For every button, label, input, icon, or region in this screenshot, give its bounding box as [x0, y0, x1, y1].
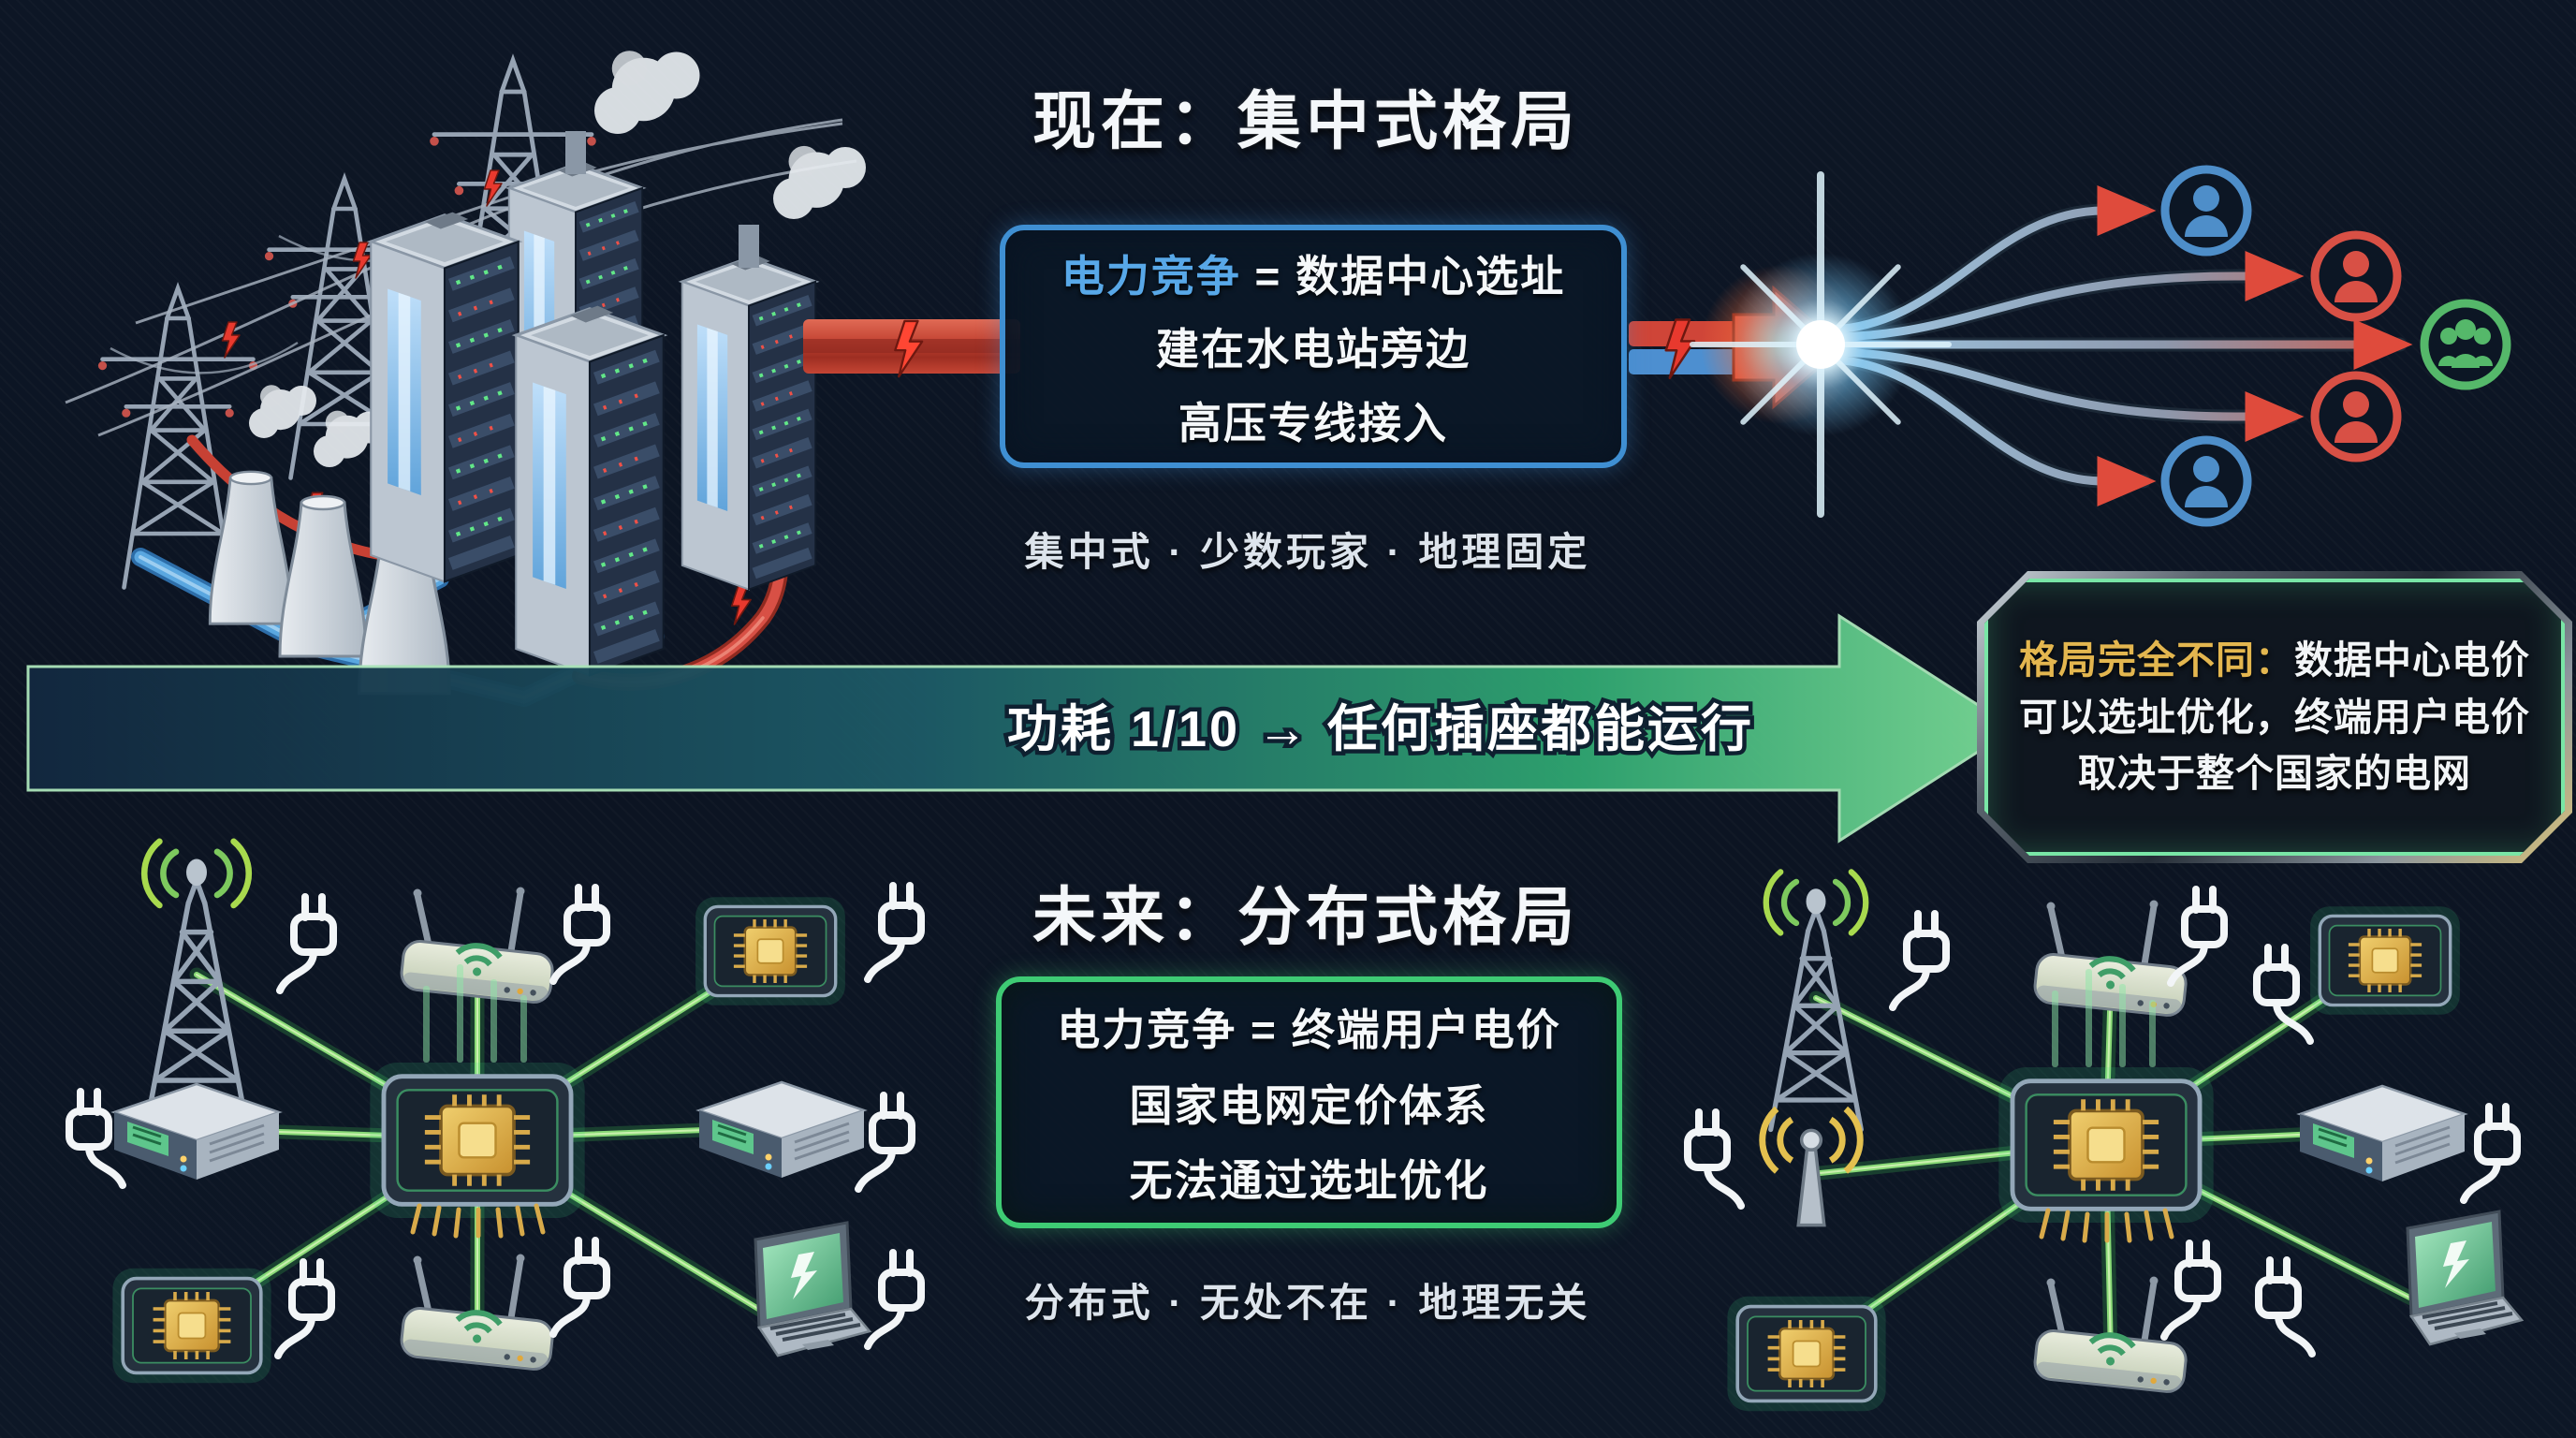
data-center-towers	[371, 51, 866, 675]
distributed-network-right	[1676, 820, 2524, 1413]
power-plug-icon	[278, 1262, 331, 1356]
transition-arrow: 功耗 1/10 → 任何插座都能运行	[26, 613, 2017, 844]
smoke-icon	[594, 51, 700, 134]
transition-arrow-shape	[26, 613, 2017, 844]
info-line-3: 高压专线接入	[1178, 398, 1448, 448]
user-blue-icon	[2160, 435, 2252, 527]
distributed-caption: 分布式 · 无处不在 · 地理无关	[1024, 1281, 1591, 1325]
power-plug-icon	[1893, 914, 1946, 1007]
mini-pc-icon	[112, 1082, 281, 1181]
smoke-icon	[249, 385, 316, 438]
power-plug-icon	[868, 886, 921, 979]
chimney	[739, 225, 759, 268]
mini-pc-icon	[697, 1080, 866, 1180]
power-plug-icon	[2259, 1260, 2312, 1354]
info-line-1: 电力竞争 = 数据中心选址	[1005, 242, 1621, 304]
transition-arrow-label: 功耗 1/10 → 任何插座都能运行	[1007, 701, 1754, 757]
result-body: 数据中心电价可以选址优化，终端用户电价取决于整个国家的电网	[2019, 638, 2530, 796]
power-plug-icon	[868, 1253, 921, 1346]
centralized-caption: 集中式 · 少数玩家 · 地理固定	[1024, 530, 1591, 574]
power-plug-icon	[553, 1240, 607, 1334]
user-group-green-icon	[2420, 299, 2511, 390]
chimney	[565, 131, 586, 174]
power-plug-icon	[1688, 1112, 1741, 1206]
info-line-3: 无法通过选址优化	[1129, 1156, 1489, 1206]
equals-sign: =	[1240, 251, 1296, 301]
info-line-2: 国家电网定价体系	[1129, 1080, 1489, 1130]
power-plug-icon	[858, 1095, 912, 1189]
mini-pc-icon	[2298, 1084, 2466, 1183]
centralized-power-plant-illustration	[65, 51, 1020, 707]
distributed-info-box: 电力竞争 = 终端用户电价 国家电网定价体系 无法通过选址优化	[996, 976, 1622, 1228]
power-plug-icon	[280, 897, 333, 990]
end-users	[2160, 165, 2511, 527]
distributed-network-left	[14, 811, 988, 1385]
info-line-1: 电力竞争 = 终端用户电价	[1057, 1005, 1561, 1054]
result-text: 格局完全不同：数据中心电价可以选址优化，终端用户电价取决于整个国家的电网	[2012, 632, 2537, 802]
power-plug-icon	[553, 888, 607, 981]
power-band-left	[803, 319, 1020, 378]
user-blue-icon	[2160, 165, 2252, 257]
power-plug-icon	[2164, 1243, 2217, 1337]
laptop-icon	[754, 1221, 871, 1357]
result-box: 格局完全不同：数据中心电价可以选址优化，终端用户电价取决于整个国家的电网	[1984, 579, 2565, 856]
energy-flash-icon	[1690, 171, 1952, 518]
power-plug-icon	[2171, 889, 2224, 983]
power-plug-icon	[2464, 1107, 2517, 1200]
result-highlight: 格局完全不同：	[2019, 638, 2294, 682]
highlight-term: 电力竞争	[1061, 251, 1241, 301]
result-box-frame: 格局完全不同：数据中心电价可以选址优化，终端用户电价取决于整个国家的电网	[1977, 571, 2572, 863]
info-line-1-rest: 数据中心选址	[1295, 251, 1566, 301]
section-title-future: 未来：分布式格局	[1032, 882, 1579, 953]
wifi-router-icon	[400, 888, 554, 1005]
data-center-tower-icon	[371, 213, 519, 582]
user-red-icon	[2310, 230, 2402, 322]
info-line-2: 建在水电站旁边	[1156, 325, 1471, 374]
chip-module-icon	[110, 1267, 273, 1385]
chip-module-icon	[2308, 904, 2462, 1017]
power-distribution-flow	[1629, 165, 2511, 527]
user-red-icon	[2310, 371, 2402, 462]
chip-module-icon	[1725, 1295, 1888, 1413]
section-title-present: 现在：集中式格局	[1032, 86, 1579, 157]
laptop-icon	[2406, 1210, 2524, 1346]
centralized-info-box: 电力竞争 = 数据中心选址 建在水电站旁边 高压专线接入	[1000, 225, 1627, 468]
network-links	[1799, 953, 2432, 1363]
chip-module-icon	[694, 895, 847, 1007]
